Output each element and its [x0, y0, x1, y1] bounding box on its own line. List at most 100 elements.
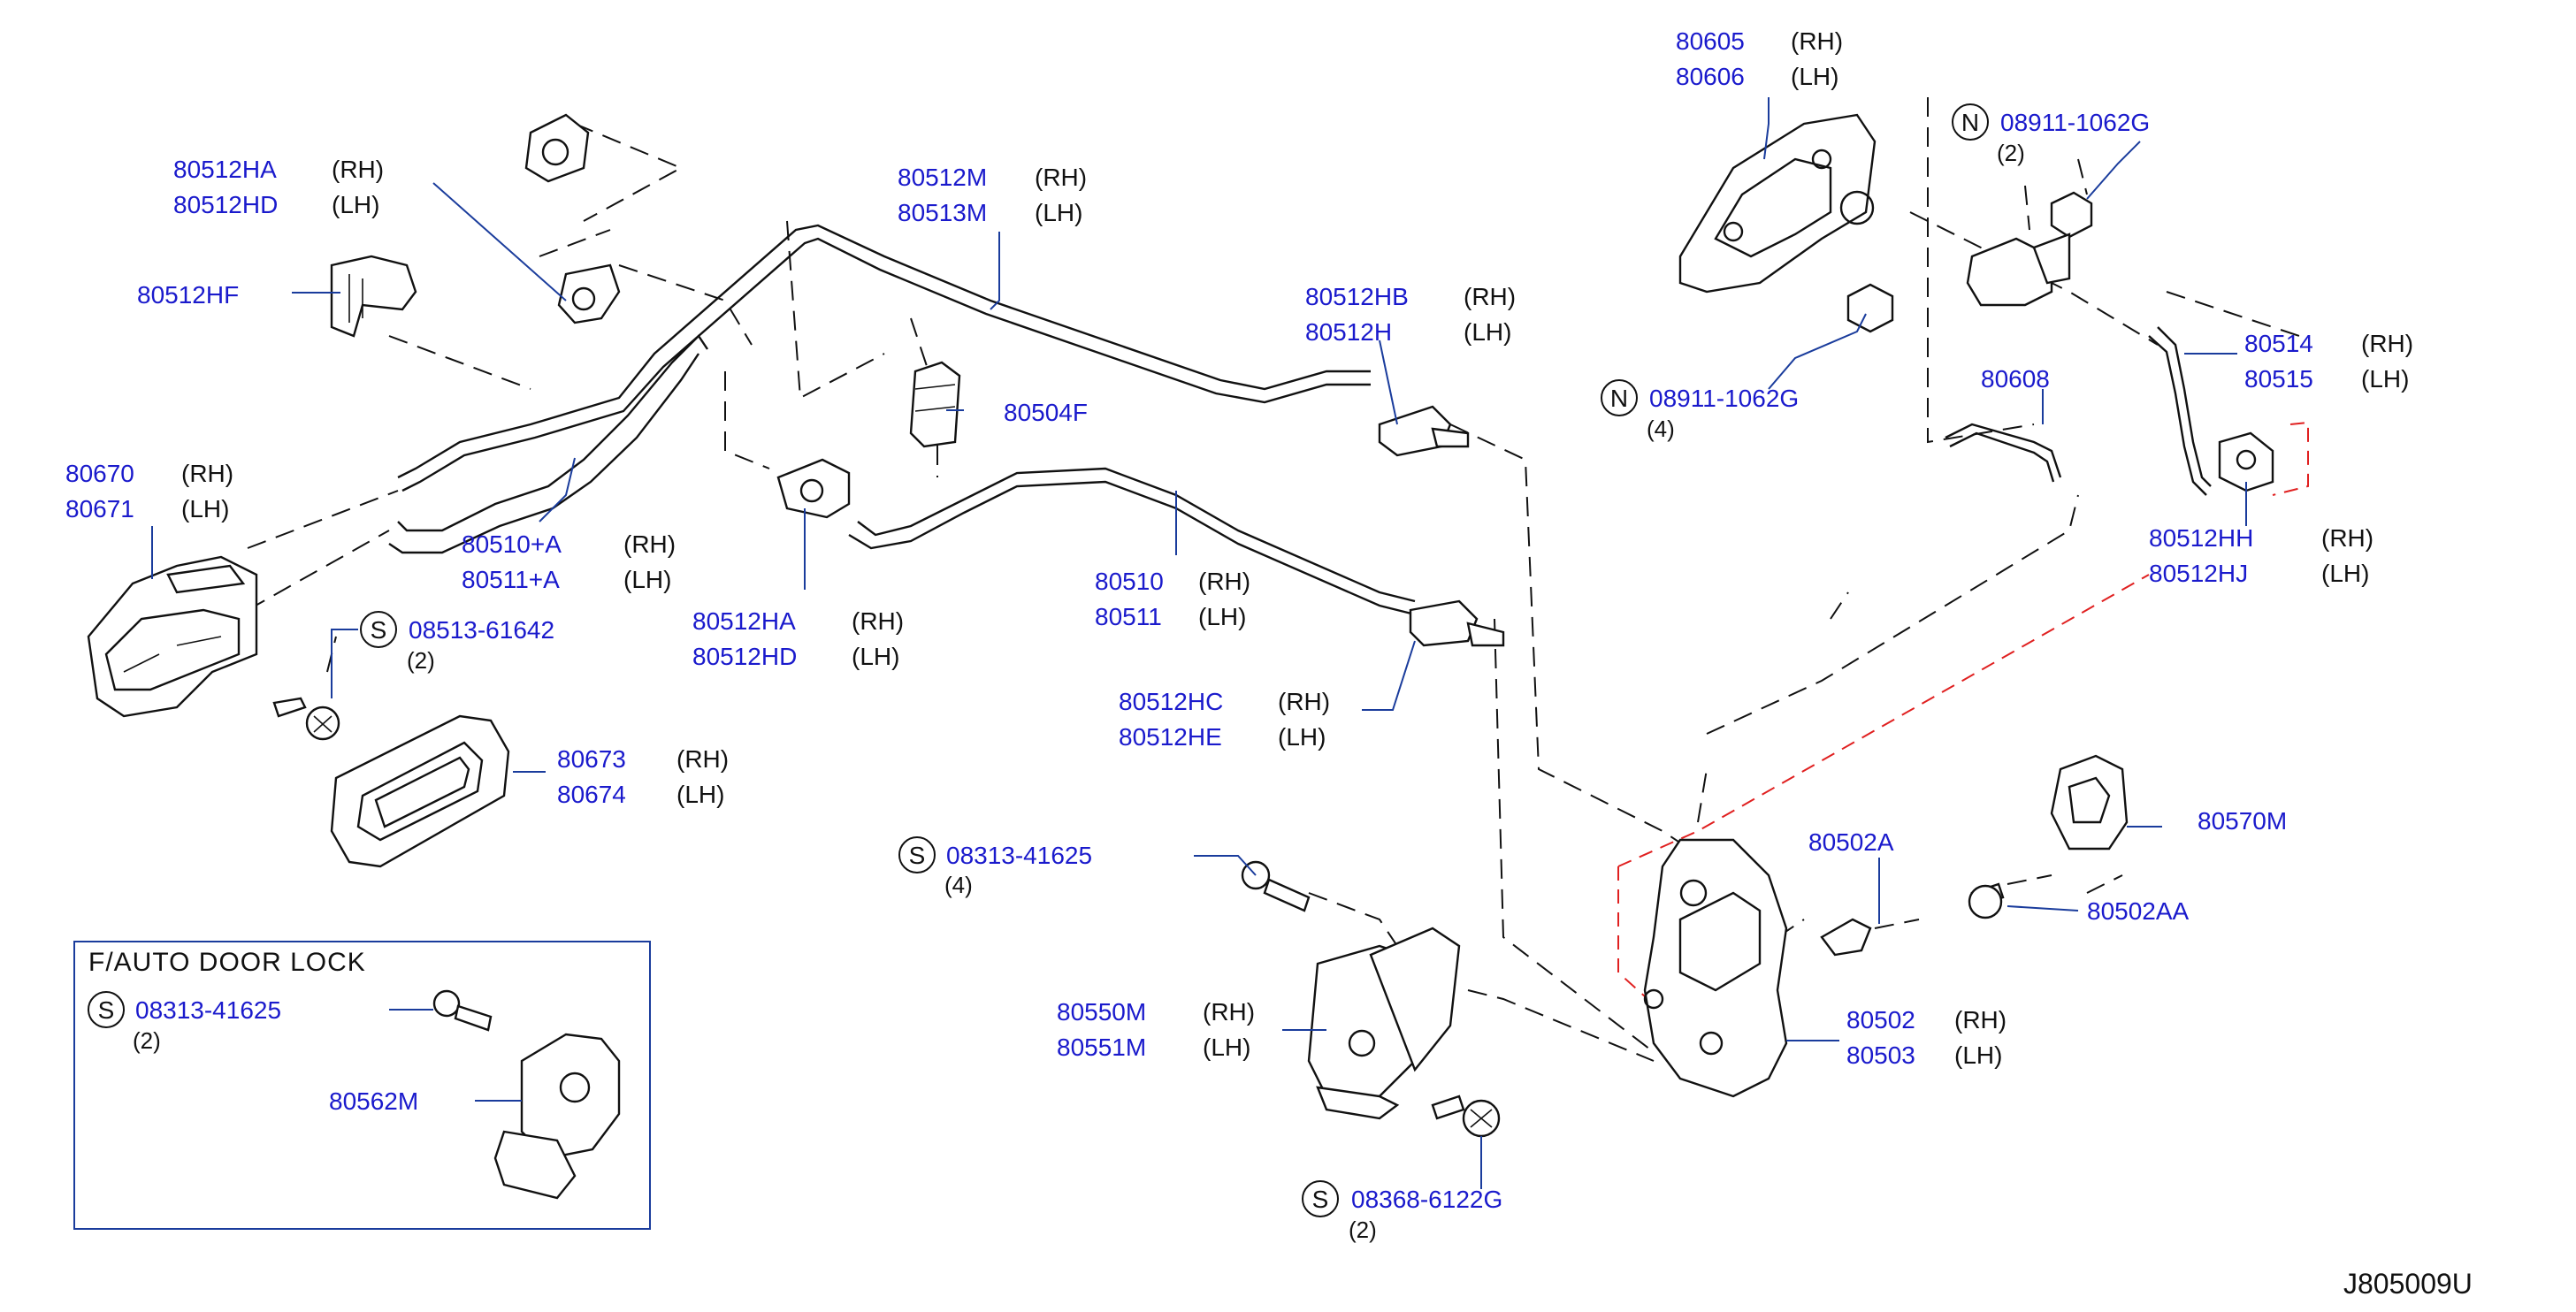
- side-label: (LH): [1198, 603, 1246, 630]
- inset-box: [73, 941, 651, 1230]
- side-label: (RH): [1791, 27, 1843, 55]
- nut-08911-mid: [1846, 283, 1894, 333]
- side-label: (RH): [1198, 568, 1250, 595]
- side-label: (LH): [676, 781, 724, 808]
- side-label: (RH): [1464, 283, 1516, 310]
- nut-08911-top: [2050, 191, 2093, 239]
- spring-80608: [1945, 423, 2062, 483]
- handle-80670: [87, 555, 258, 718]
- side-label: (LH): [1791, 63, 1838, 90]
- screw-08313-mid: [1241, 860, 1311, 912]
- side-label: (LH): [181, 495, 229, 523]
- part-label-80504f: 80504F: [1004, 399, 1088, 426]
- side-label: (LH): [852, 643, 899, 670]
- part-label-80512ha-top: 80512HA: [173, 156, 277, 183]
- part-label-08368-6122g: 08368-6122G: [1351, 1186, 1502, 1213]
- part-label-80502a: 80502A: [1808, 828, 1894, 856]
- actuator-80550m: [1307, 927, 1461, 1120]
- part-label-80510a: 80510+A: [462, 530, 562, 558]
- part-label-80502aa: 80502AA: [2087, 897, 2190, 925]
- part-label-80511: 80511: [1095, 603, 1162, 630]
- part-label-80608: 80608: [1981, 365, 2050, 393]
- s-symbol-letter: S: [371, 616, 387, 644]
- s-symbol-icon: [88, 991, 125, 1028]
- side-label: (RH): [1035, 164, 1087, 191]
- inset-title: F/AUTO DOOR LOCK: [88, 948, 366, 977]
- part-label-80512ha-mid: 80512HA: [692, 607, 796, 635]
- side-label: (RH): [1203, 998, 1255, 1026]
- n-symbol-letter: N: [1961, 109, 1979, 136]
- part-label-80512hf: 80512HF: [137, 281, 239, 309]
- side-label: (RH): [623, 530, 676, 558]
- n-symbol-icon: [1952, 103, 1989, 141]
- part-label-08313-41625: 08313-41625: [946, 842, 1092, 869]
- side-label: (RH): [1278, 688, 1330, 715]
- clip-80512hf: [330, 255, 417, 338]
- block-80504f: [909, 361, 961, 448]
- part-label-80551m: 80551M: [1057, 1034, 1146, 1061]
- bracket-lock-cylinder: [1966, 233, 2071, 307]
- s-symbol-letter: S: [1312, 1186, 1329, 1213]
- n-symbol-icon: [1601, 379, 1638, 416]
- diagram-code: J805009U: [2343, 1268, 2473, 1300]
- side-label: (RH): [2321, 524, 2373, 552]
- part-label-80550m: 80550M: [1057, 998, 1146, 1026]
- screw-80502aa: [1968, 882, 2005, 919]
- side-label: (RH): [332, 156, 384, 183]
- side-label: (LH): [2321, 560, 2369, 587]
- clip-80512hc: [1409, 599, 1505, 647]
- side-label: (RH): [852, 607, 904, 635]
- part-label-80606: 80606: [1676, 63, 1745, 90]
- part-label-80671: 80671: [65, 495, 134, 523]
- part-label-80514: 80514: [2244, 330, 2313, 357]
- part-label-80570m: 80570M: [2198, 807, 2287, 835]
- side-label: (LH): [623, 566, 671, 593]
- part-label-80562m: 80562M: [329, 1087, 418, 1115]
- clip-80512ha-mid: [776, 458, 851, 519]
- side-label: (RH): [2361, 330, 2413, 357]
- qty-label: (4): [944, 872, 973, 898]
- part-label-80515: 80515: [2244, 365, 2313, 393]
- qty-label: (4): [1647, 416, 1675, 442]
- clip-80512hb: [1378, 405, 1470, 457]
- qty-label: (2): [133, 1027, 161, 1054]
- rod-80512m: [397, 224, 1371, 492]
- part-label-08911-1062g-mid: 08911-1062G: [1649, 385, 1799, 412]
- side-label: (LH): [1278, 723, 1326, 751]
- side-label: (RH): [181, 460, 233, 487]
- part-label-80512m: 80512M: [898, 164, 987, 191]
- s-symbol-icon: [898, 836, 936, 873]
- s-symbol-letter: S: [98, 996, 115, 1024]
- escutcheon-80673: [330, 714, 510, 868]
- rod-80510: [848, 467, 1416, 616]
- clip-80512hh: [2218, 431, 2274, 492]
- part-label-80502: 80502: [1846, 1006, 1915, 1034]
- qty-label: (2): [1349, 1217, 1377, 1243]
- rod-80510a: [388, 334, 708, 554]
- qty-label: (2): [407, 647, 435, 674]
- leader-lines: [151, 97, 2247, 1189]
- part-label-80512hh: 80512HH: [2149, 524, 2253, 552]
- s-symbol-icon: [1302, 1180, 1339, 1217]
- side-label: (LH): [332, 191, 379, 218]
- s-symbol-letter: S: [909, 842, 926, 869]
- side-label: (LH): [1203, 1034, 1250, 1061]
- inset-screw-08313: [432, 989, 493, 1032]
- part-label-80674: 80674: [557, 781, 626, 808]
- part-label-80503: 80503: [1846, 1041, 1915, 1069]
- part-label-80513m: 80513M: [898, 199, 987, 226]
- part-label-08911-1062g-top: 08911-1062G: [2000, 109, 2150, 136]
- part-label-08513-61642: 08513-61642: [409, 616, 554, 644]
- part-label-80510: 80510: [1095, 568, 1164, 595]
- rod-80514: [2148, 326, 2212, 496]
- part-label-80512he: 80512HE: [1119, 723, 1222, 751]
- part-label-80670: 80670: [65, 460, 134, 487]
- side-label: (LH): [2361, 365, 2409, 393]
- side-label: (RH): [676, 745, 729, 773]
- part-label-80512hd-top: 80512HD: [173, 191, 278, 218]
- screw-08513: [272, 697, 340, 741]
- s-symbol-icon: [360, 611, 397, 648]
- side-label: (LH): [1035, 199, 1082, 226]
- striker-80570m: [2050, 754, 2129, 851]
- part-label-80512hb: 80512HB: [1305, 283, 1409, 310]
